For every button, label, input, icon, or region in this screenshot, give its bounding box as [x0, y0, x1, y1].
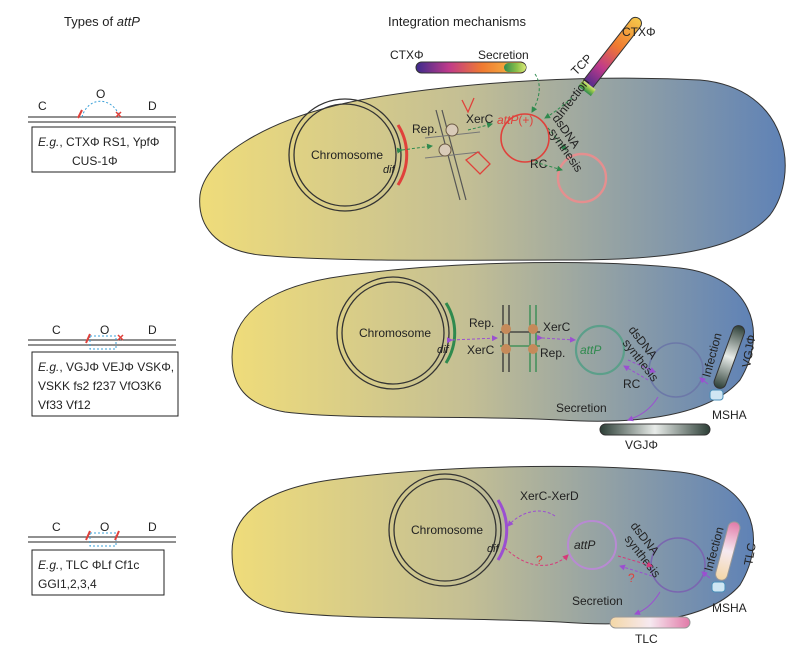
tlc-label-bottom: TLC [635, 632, 658, 646]
rep-label-2a: Rep. [469, 316, 494, 330]
attp-circle-3 [567, 520, 617, 570]
examples-2-line2: VSKK fs2 f237 VfO3K6 [38, 379, 162, 393]
secretion-label-2: Secretion [556, 401, 607, 415]
tlc-phage-bottom [609, 616, 691, 629]
left-header: Types of attP [64, 14, 140, 29]
vgj-label-bottom: VGJΦ [625, 438, 658, 452]
vgj-phage-right [713, 325, 746, 389]
rep-label-1: Rep. [412, 122, 437, 136]
dif-label-1: dif [383, 164, 396, 176]
attp-d-label: D [148, 520, 157, 534]
attp-o-label: O [96, 87, 105, 101]
attp-o-label: O [100, 520, 109, 534]
attp-schematic-1: C O D [28, 87, 176, 123]
panel-1: C O D E.g., CTXΦ RS1, YpfΦ CUS-1Φ Chromo… [28, 16, 786, 261]
panel-3: C O D E.g., TLC ΦLf Cf1c GGI1,2,3,4 Chro… [28, 465, 759, 646]
dif-label-2: dif [437, 344, 450, 356]
chromosome-2 [341, 281, 445, 385]
chromosome-label-1: Chromosome [311, 148, 383, 162]
attp-d-label: D [148, 99, 157, 113]
panel-2: C O D E.g., VGJΦ VEJΦ VSKΦ, VSKK fs2 f23… [28, 262, 759, 452]
bacterial-cell-1 [199, 77, 786, 261]
examples-box-2 [31, 351, 179, 417]
bacterial-cell-3 [231, 465, 754, 625]
msha-label-3: MSHA [712, 601, 747, 615]
chromosome-label-2: Chromosome [359, 326, 431, 340]
xerc-label-1: XerC [466, 112, 494, 126]
rc-circle-1 [556, 152, 608, 204]
vgj-phage-bottom [599, 423, 711, 436]
question-mark-1: ? [536, 553, 543, 567]
examples-3-line2: GGI1,2,3,4 [38, 577, 97, 591]
secretion-label-1: Secretion [478, 48, 529, 62]
attp-label-2: attP [580, 343, 601, 357]
examples-3-line1: E.g., TLC ΦLf Cf1c [38, 558, 139, 572]
attp-d-label: D [148, 323, 157, 337]
rc-label-1: RC [530, 157, 548, 171]
examples-1-line2: CUS-1Φ [72, 154, 118, 168]
attp-schematic-2: C O D [28, 323, 176, 350]
tlc-phage-right [715, 521, 741, 581]
holliday-junction-2 [500, 305, 540, 372]
holliday-junction-1 [424, 97, 491, 201]
attp-label-3: attP [574, 538, 595, 552]
examples-2-line3: Vf33 Vf12 [38, 398, 91, 412]
secretion-label-3: Secretion [572, 594, 623, 608]
examples-1-line1: E.g., CTXΦ RS1, YpfΦ [38, 135, 159, 149]
chromosome-label-3: Chromosome [411, 523, 483, 537]
right-header: Integration mechanisms [388, 14, 527, 29]
question-mark-2: ? [628, 571, 635, 585]
xerc-label-2a: XerC [467, 343, 495, 357]
chromosome-3 [393, 478, 497, 582]
attp-label-1: attP(+) [497, 113, 533, 127]
ctx-label-right: CTXΦ [622, 25, 656, 39]
chromosome-1 [293, 103, 397, 207]
ctx-label-left: CTXΦ [390, 48, 424, 62]
xerc-label-2b: XerC [543, 320, 571, 334]
xercd-label: XerC-XerD [520, 489, 579, 503]
attp-schematic-3: C O D [28, 520, 176, 547]
rep-label-2b: Rep. [540, 346, 565, 360]
attp-c-label: C [52, 520, 61, 534]
examples-box-3 [31, 549, 165, 596]
vgj-label-right: VGJΦ [739, 334, 759, 369]
attp-o-label: O [100, 323, 109, 337]
attp-c-label: C [38, 99, 47, 113]
msha-label-2: MSHA [712, 408, 747, 422]
rc-circle-2 [648, 342, 704, 398]
attp-plus-circle-1 [500, 113, 550, 163]
examples-box-1 [31, 126, 176, 173]
attp-circle-2 [574, 324, 626, 376]
dif-label-3: dif [487, 543, 500, 555]
rc-label-2: RC [623, 377, 641, 391]
tlc-label-right: TLC [741, 541, 759, 566]
attp-c-label: C [52, 323, 61, 337]
examples-2-line1: E.g., VGJΦ VEJΦ VSKΦ, [38, 360, 174, 374]
